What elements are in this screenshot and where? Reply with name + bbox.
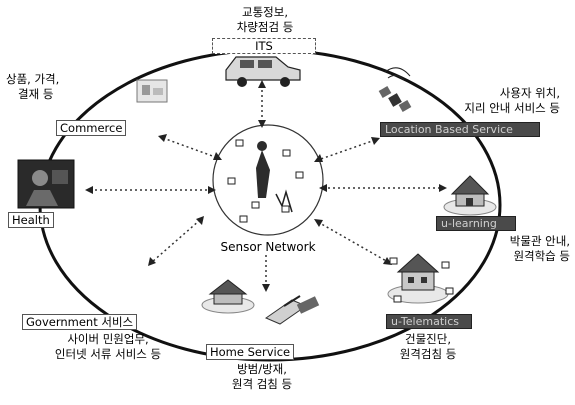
connector-telematics: [317, 221, 389, 263]
sensor-field-icon: [227, 139, 304, 223]
home-service-caption: 방범/방재, 원격 검침 등: [231, 362, 293, 391]
home-service-icon: [264, 295, 320, 325]
its-box: ITS: [212, 38, 316, 54]
connector-commerce: [162, 137, 219, 159]
location-based-service-box: Location Based Service: [380, 122, 540, 137]
commerce-box: Commerce: [56, 120, 127, 136]
commerce-picture-icon: [136, 79, 168, 103]
home-service-box: Home Service: [206, 344, 295, 360]
government-house-icon: [201, 279, 255, 314]
ubiquitous-caption: 박물관 안내, 원격학습 등: [509, 234, 570, 263]
ubiquitous-house-icon: [443, 175, 497, 216]
connector-lines: [90, 85, 442, 288]
health-box: Health: [8, 212, 54, 228]
connector-government: [151, 219, 201, 263]
telematics-caption: 건물진단, 원격검침 등: [399, 332, 457, 361]
health-photo-icon: [17, 159, 75, 209]
sensor-network-label: Sensor Network: [214, 240, 322, 255]
government-caption: 사이버 민원업무, 인터넷 서류 서비스 등: [54, 332, 162, 361]
commerce-caption: 상품, 가격, 결재 등: [6, 72, 60, 101]
telematics-building-icon: [387, 253, 454, 304]
its-caption: 교통정보, 차량점검 등: [236, 5, 294, 34]
ubiquitous-box: u-learning: [436, 216, 516, 231]
location-caption: 사용자 위치, 지리 안내 서비스 등: [464, 86, 560, 115]
satellite-icon: [378, 67, 412, 112]
government-box: Government 서비스: [22, 314, 138, 330]
its-car-icon: [225, 56, 301, 87]
connector-location: [317, 139, 376, 161]
telematics-box: u-Telematics: [386, 314, 472, 329]
